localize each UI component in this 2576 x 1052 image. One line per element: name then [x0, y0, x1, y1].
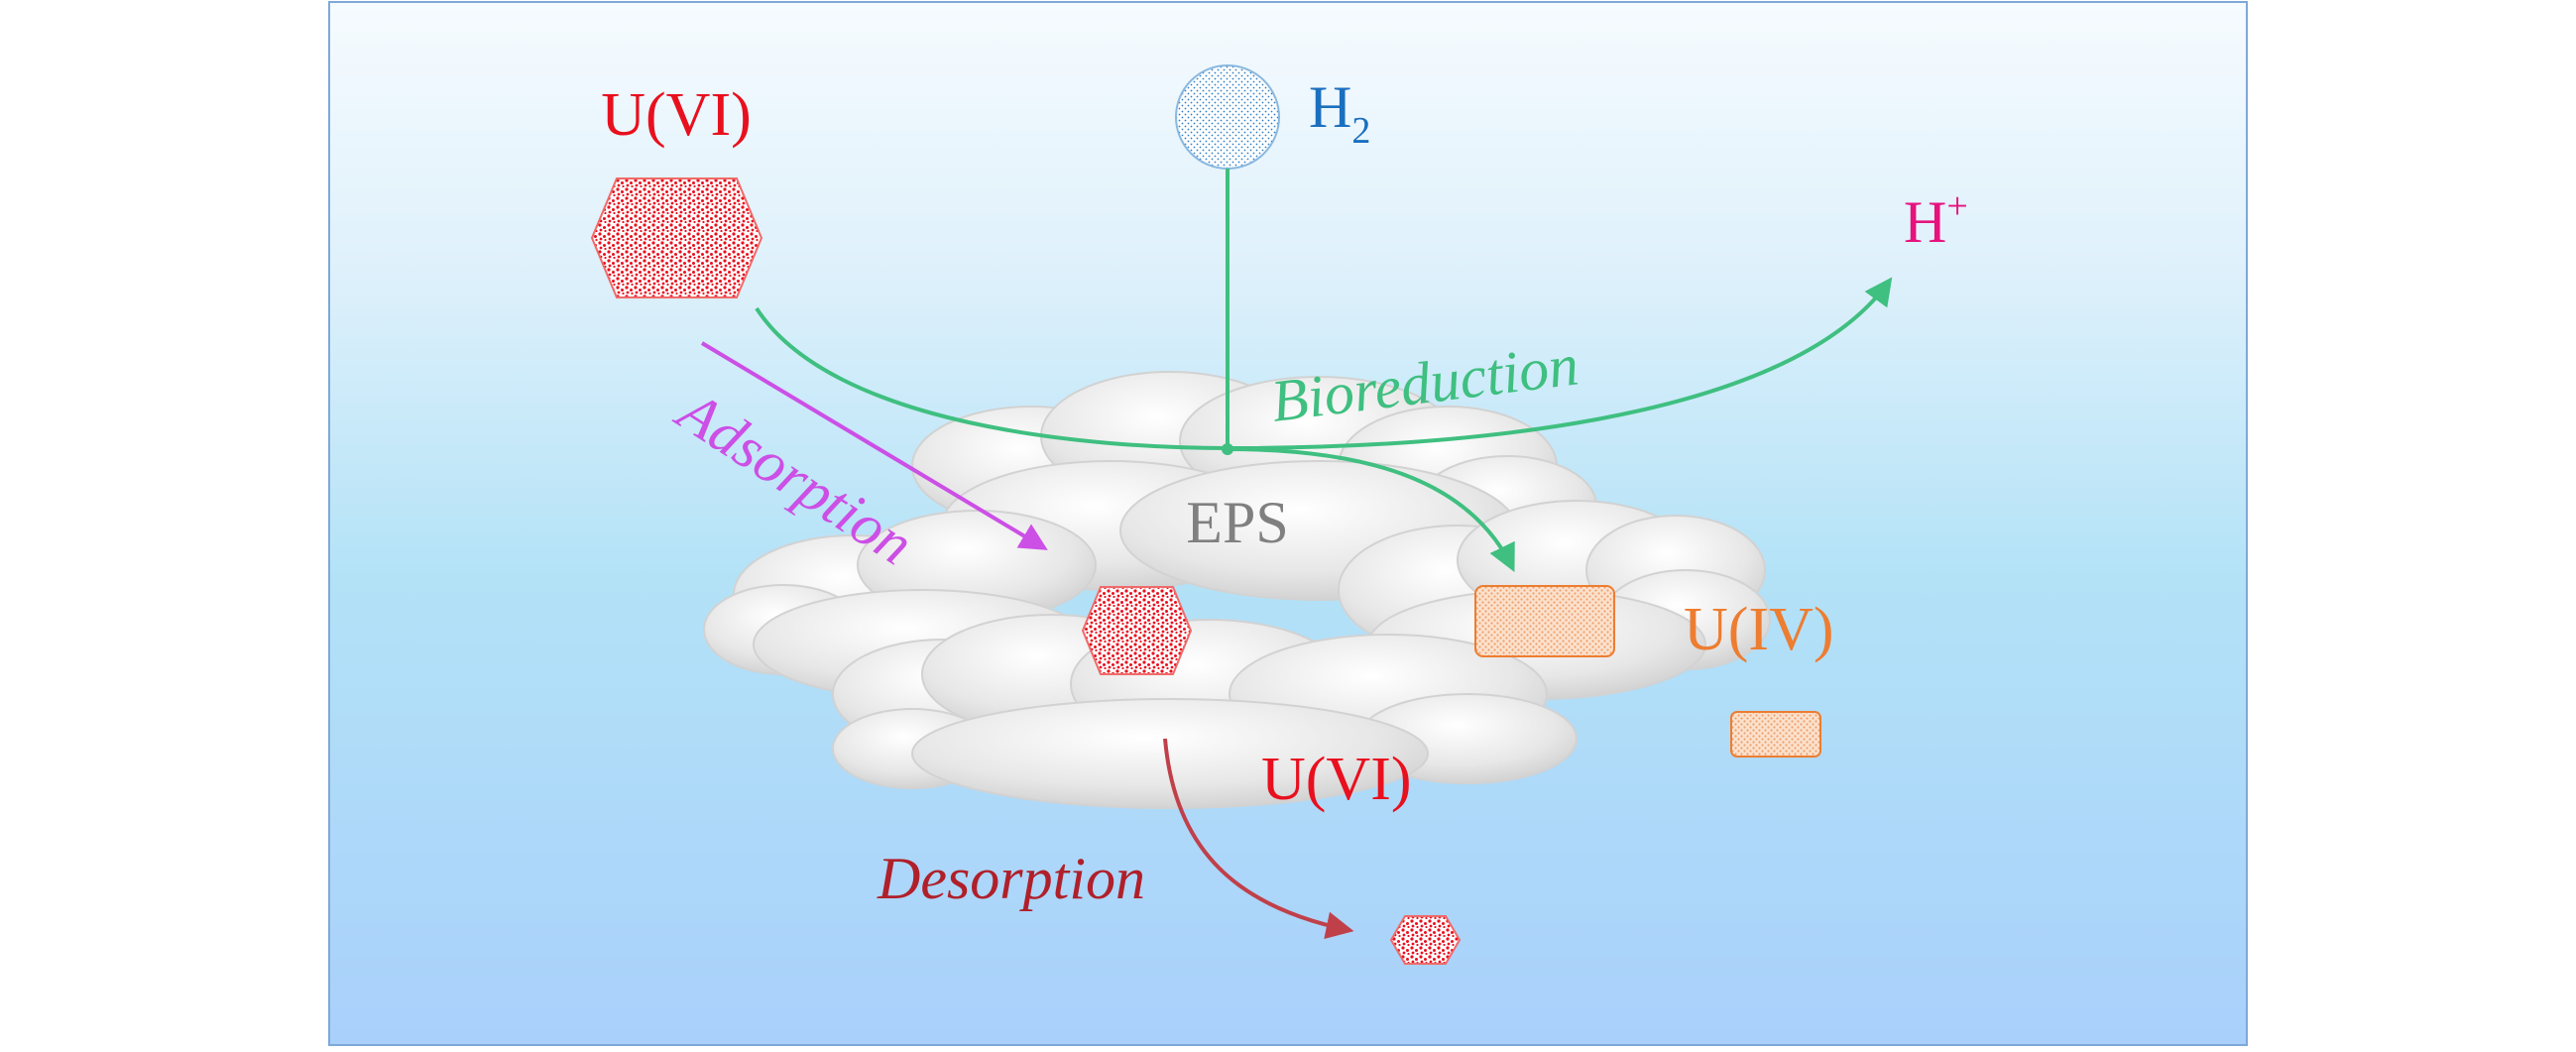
- bioreduction-branch-arrow: [1227, 447, 1515, 573]
- u6-bottom-label: U(VI): [1261, 746, 1412, 813]
- h2-label: H2: [1309, 74, 1370, 152]
- u6-hexagon-adsorbed-icon: [1081, 586, 1193, 675]
- h2-molecule-icon: [1175, 64, 1280, 170]
- eps-cloud: [703, 371, 1771, 809]
- u4-block-small-icon: [1730, 711, 1821, 758]
- h-plus-label: H+: [1904, 185, 1968, 255]
- u6-hexagon-small-icon: [1389, 915, 1462, 965]
- adsorption-arrow: [700, 341, 1048, 550]
- desorption-arrow: [1163, 738, 1354, 940]
- u6-hexagon-large-icon: [590, 177, 763, 298]
- desorption-label: Desorption: [877, 846, 1145, 911]
- u6-top-label: U(VI): [601, 81, 752, 149]
- u4-block-large-icon: [1474, 585, 1615, 657]
- u4-label: U(IV): [1684, 596, 1834, 663]
- eps-label: EPS: [1186, 490, 1288, 555]
